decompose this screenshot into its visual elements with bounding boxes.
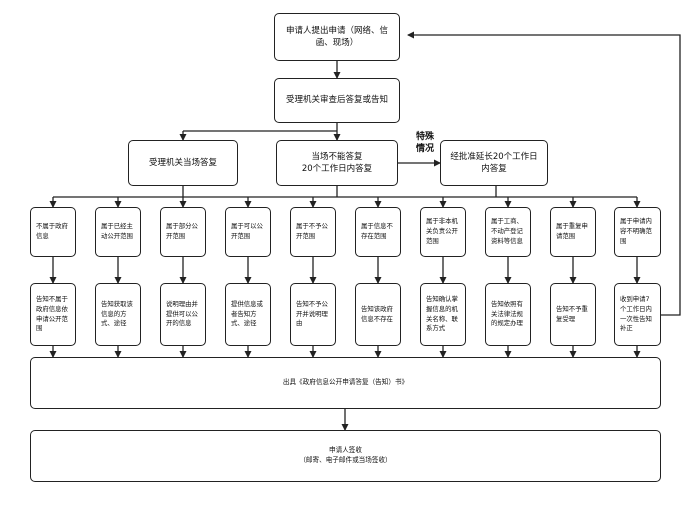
extended-reply-box: 经批准延长20个工作日内答复 — [440, 140, 548, 186]
arrow-feedback-loop — [407, 31, 681, 316]
cat-condition-3: 属于可以公开范围 — [225, 207, 271, 257]
cat-response-6: 告知确认掌握信息的机关名称、联系方式 — [420, 283, 466, 346]
within-20-days-box: 当场不能答复 20个工作日内答复 — [276, 140, 398, 186]
cat-condition-0: 不属于政府信息 — [30, 207, 76, 257]
receipt-detail: （邮寄、电子邮件或当场签收） — [299, 456, 392, 464]
cat-condition-2: 属于部分公开范围 — [160, 207, 206, 257]
issue-reply-document-box: 出具《政府信息公开申请答复（告知）书》 — [30, 357, 661, 409]
receipt-title: 申请人签收 — [329, 446, 362, 455]
review-reply-box: 受理机关审查后答复或告知 — [274, 78, 400, 123]
cat-response-9: 收到申请7个工作日内一次性告知补正 — [614, 283, 661, 346]
cat-condition-5: 属于信息不存在范围 — [355, 207, 401, 257]
issue-reply-document-label: 出具《政府信息公开申请答复（告知）书》 — [282, 378, 409, 387]
cat-response-4: 告知不予公开并说明理由 — [290, 283, 336, 346]
cat-response-8: 告知不予重复受理 — [550, 283, 596, 346]
cat-condition-9: 属于申请内容不明确范围 — [614, 207, 661, 257]
cat-response-3: 提供信息或者告知方式、途径 — [225, 283, 271, 346]
cat-response-2: 说明理由并提供可以公开的信息 — [160, 283, 206, 346]
submit-application-box: 申请人提出申请（网络、信函、现场） — [274, 13, 400, 61]
cat-response-1: 告知获取该信息的方式、途径 — [95, 283, 141, 346]
cat-response-0: 告知不属于政府信息依申请公开范围 — [30, 283, 76, 346]
cat-condition-8: 属于重复申请范围 — [550, 207, 596, 257]
cat-condition-7: 属于工商、不动产登记资料等信息 — [485, 207, 531, 257]
cat-condition-6: 属于非本机关负责公开范围 — [420, 207, 466, 257]
cat-response-5: 告知该政府信息不存在 — [355, 283, 401, 346]
cat-response-7: 告知依照有关法律法规的规定办理 — [485, 283, 531, 346]
cat-condition-1: 属于已经主动公开范围 — [95, 207, 141, 257]
applicant-receipt-box: 申请人签收 （邮寄、电子邮件或当场签收） — [30, 430, 661, 482]
cat-condition-4: 属于不予公开范围 — [290, 207, 336, 257]
onsite-reply-box: 受理机关当场答复 — [128, 140, 238, 186]
special-case-label: 特殊 情况 — [415, 132, 434, 154]
